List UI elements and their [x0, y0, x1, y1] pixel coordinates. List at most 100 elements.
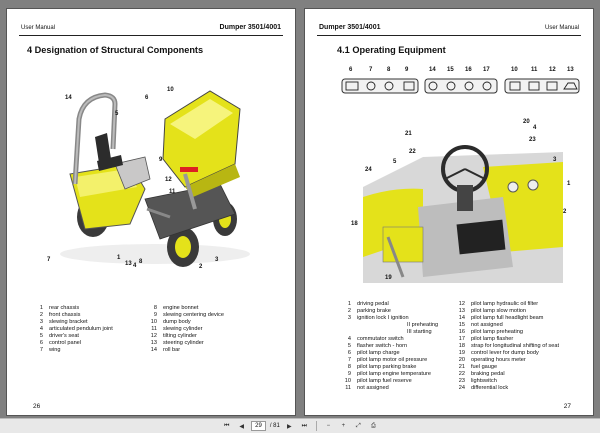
viewer-toolbar: ⏮ ◀ 29 / 81 ▶ ⏭ − + ⤢ ⎙: [0, 418, 600, 433]
callout-9: 9: [159, 157, 163, 163]
legend-item: II preheating: [407, 322, 439, 328]
callout-3: 3: [553, 157, 557, 163]
callout-10: 10: [167, 87, 174, 93]
callout-4: 4: [533, 125, 537, 131]
fit-icon[interactable]: ⤢: [355, 422, 361, 429]
callout-5: 5: [393, 159, 397, 165]
left-page-title: 4 Designation of Structural Components: [27, 45, 204, 55]
left-header-left: User Manual: [21, 25, 56, 31]
first-page-icon[interactable]: ⏮: [223, 422, 230, 429]
callout-1: 1: [567, 181, 571, 187]
icon-number: 7: [369, 67, 373, 73]
icon-number: 15: [447, 67, 454, 73]
callout-5: 5: [115, 111, 119, 117]
callout-18: 18: [351, 221, 358, 227]
right-header-right: User Manual: [544, 25, 579, 31]
icon-number: 9: [405, 67, 409, 73]
icon-number: 11: [531, 67, 538, 73]
header-rule: [19, 35, 283, 36]
left-page-number: 26: [33, 403, 41, 410]
callout-6: 6: [145, 95, 149, 101]
icon-number: 16: [465, 67, 472, 73]
callout-21: 21: [405, 131, 412, 137]
icon-number: 6: [349, 67, 353, 73]
callout-20: 20: [523, 119, 530, 125]
next-page-icon[interactable]: ▶: [287, 423, 292, 430]
dumper-illustration: [60, 90, 250, 267]
callout-23: 23: [529, 137, 536, 143]
zoom-out-icon[interactable]: −: [326, 423, 331, 429]
right-header-left: Dumper 3501/4001: [319, 24, 381, 31]
page-number-input[interactable]: 29: [251, 421, 266, 431]
icon-number: 13: [567, 67, 574, 73]
zoom-in-icon[interactable]: +: [341, 423, 346, 429]
callout-24: 24: [365, 167, 372, 173]
icon-number: 14: [429, 67, 436, 73]
icon-number: 12: [549, 67, 556, 73]
right-page: Dumper 3501/4001 User Manual 4.1 Operati…: [304, 8, 594, 416]
callout-8: 8: [139, 259, 143, 265]
callout-7: 7: [47, 257, 51, 263]
icon-number: 8: [387, 67, 391, 73]
header-rule: [317, 35, 581, 36]
last-page-icon[interactable]: ⏭: [301, 422, 308, 429]
callout-13: 13: [125, 261, 132, 267]
prev-page-icon[interactable]: ◀: [239, 423, 244, 430]
right-page-number: 27: [563, 403, 571, 410]
left-page: User Manual Dumper 3501/4001 4 Designati…: [6, 8, 296, 416]
dashboard-illustration: [363, 145, 563, 283]
callout-2: 2: [199, 264, 203, 270]
toolbar-divider: [315, 421, 317, 431]
callout-2: 2: [563, 209, 567, 215]
callout-12: 12: [165, 177, 172, 183]
document-viewer: User Manual Dumper 3501/4001 4 Designati…: [6, 8, 594, 416]
indicator-icons: [341, 78, 580, 94]
legend-item: III starting: [407, 329, 432, 335]
icon-number: 10: [511, 67, 518, 73]
callout-11: 11: [169, 189, 176, 195]
callout-4: 4: [133, 263, 137, 269]
callout-3: 3: [215, 257, 219, 263]
print-icon[interactable]: ⎙: [370, 422, 376, 429]
callout-22: 22: [409, 149, 416, 155]
right-page-title: 4.1 Operating Equipment: [337, 45, 446, 55]
callout-1: 1: [117, 255, 121, 261]
